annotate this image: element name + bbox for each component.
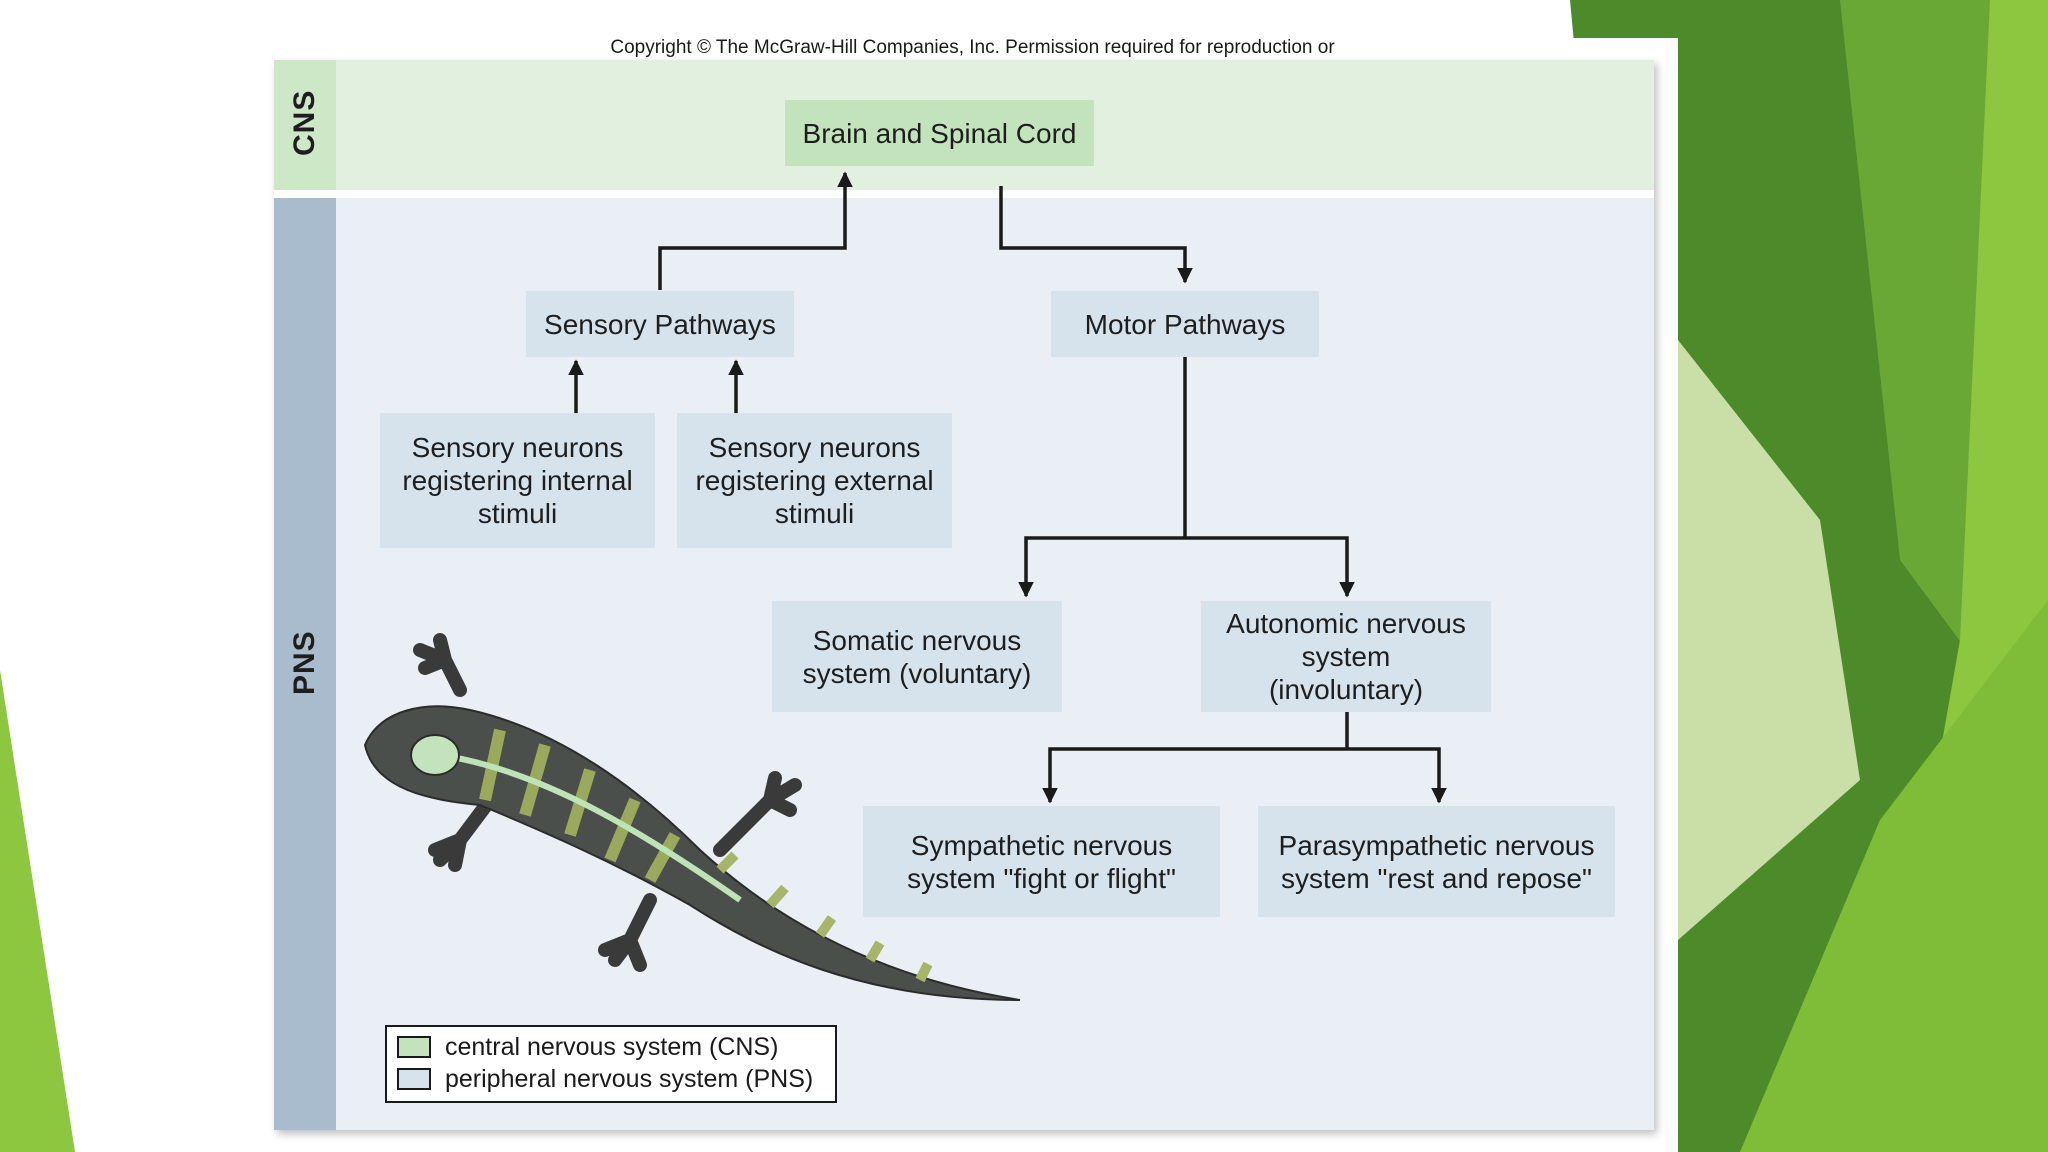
- legend-swatch-pns: [397, 1068, 431, 1090]
- salamander-spinal-cord: [439, 752, 742, 903]
- arrow-autonomic-to-sympathetic: [1042, 747, 1347, 804]
- salamander-back-right-leg: [713, 771, 802, 857]
- arrow-brain-to-motor: [999, 186, 1193, 284]
- legend-label-cns: central nervous system (CNS): [445, 1032, 779, 1061]
- node-parasympathetic: Parasympathetic nervous system "rest and…: [1258, 806, 1615, 917]
- node-motor-pathways: Motor Pathways: [1051, 291, 1319, 357]
- legend-box: central nervous system (CNS) peripheral …: [385, 1025, 837, 1103]
- arrow-motor-to-autonomic: [1185, 536, 1355, 598]
- pns-side-bar: PNS: [274, 198, 336, 1130]
- node-sensory-external: Sensory neurons registering external sti…: [677, 413, 952, 548]
- band-separator: [274, 190, 1654, 198]
- salamander-back-left-leg: [598, 893, 657, 972]
- legend-item-cns: central nervous system (CNS): [397, 1032, 778, 1062]
- node-somatic: Somatic nervous system (voluntary): [772, 601, 1062, 712]
- salamander-brain: [410, 734, 460, 776]
- arrow-autonomic-to-parasympathetic: [1347, 747, 1447, 804]
- salamander-front-left-leg: [413, 633, 467, 697]
- node-sensory-pathways: Sensory Pathways: [526, 291, 794, 357]
- arrow-motor-to-somatic: [1018, 536, 1185, 598]
- salamander-front-right-leg: [428, 793, 497, 872]
- node-sympathetic: Sympathetic nervous system "fight or fli…: [863, 806, 1220, 917]
- legend-swatch-cns: [397, 1036, 431, 1058]
- left-green-wedge: [0, 670, 75, 1152]
- arrow-sensory-to-brain: [658, 171, 853, 290]
- right-green-shape-pale: [1678, 340, 1860, 940]
- legend-item-pns: peripheral nervous system (PNS): [397, 1064, 813, 1094]
- salamander-tail-stripes: [716, 851, 933, 983]
- node-autonomic: Autonomic nervous system (involuntary): [1201, 601, 1491, 712]
- cns-side-bar: CNS: [274, 60, 336, 190]
- right-green-shape-front: [1740, 600, 2048, 1152]
- legend-label-pns: peripheral nervous system (PNS): [445, 1064, 814, 1093]
- node-sensory-internal: Sensory neurons registering internal sti…: [380, 413, 655, 548]
- diagram-panel: [274, 60, 1654, 1130]
- node-brain-spinal-cord: Brain and Spinal Cord: [785, 100, 1094, 166]
